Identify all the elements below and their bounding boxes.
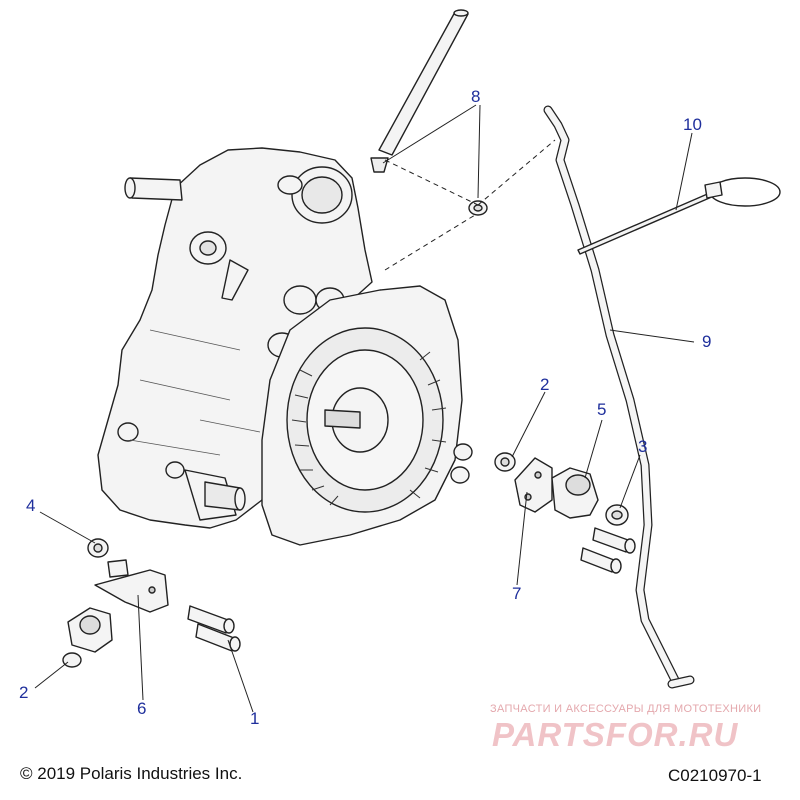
watermark-tagline: ЗАПЧАСТИ И АКСЕССУАРЫ ДЛЯ МОТОТЕХНИКИ (490, 703, 762, 715)
breather-hose (370, 9, 469, 173)
callout-7: 7 (512, 584, 522, 603)
vent-tube (543, 105, 695, 689)
bolts-left (187, 605, 241, 652)
nut-left-bottom (62, 652, 82, 668)
clutch-cover (261, 285, 463, 546)
callout-3: 3 (638, 437, 648, 456)
cable-tie (577, 177, 781, 255)
leader-lines (34, 104, 695, 713)
nut-cluster-center (450, 443, 473, 484)
callout-9: 9 (702, 332, 712, 351)
bolts-right (580, 527, 636, 574)
rubber-isolator-right (551, 467, 599, 519)
mount-bracket-right (514, 457, 553, 513)
nut-right (494, 452, 516, 472)
rubber-isolator-left (67, 607, 113, 653)
nut-3 (605, 504, 629, 526)
hose-clamp (468, 200, 488, 216)
assembly-lines (384, 139, 556, 271)
callout-5: 5 (597, 400, 607, 419)
drawing-id: C0210970-1 (668, 766, 762, 785)
mount-bracket-left (94, 569, 169, 613)
transmission-housing (97, 147, 373, 529)
watermark-logo: PARTSFOR.RU (492, 716, 739, 753)
callout-2-right: 2 (540, 375, 550, 394)
callout-8: 8 (471, 87, 481, 106)
copyright-text: © 2019 Polaris Industries Inc. (20, 764, 243, 783)
callout-6: 6 (137, 699, 147, 718)
callout-2-left: 2 (19, 683, 29, 702)
spacer-left (107, 559, 129, 578)
callout-10: 10 (683, 115, 702, 134)
nut-left (87, 538, 109, 558)
callout-1: 1 (250, 709, 260, 728)
callout-4: 4 (26, 496, 36, 515)
